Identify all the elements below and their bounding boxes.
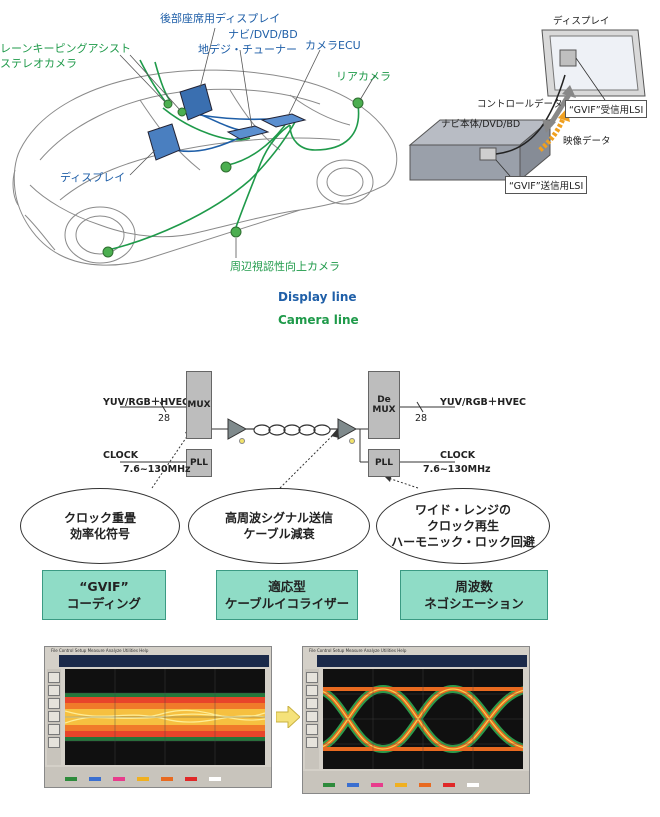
system-illustration <box>408 29 646 182</box>
scope-tool-button <box>306 724 318 735</box>
surround-camera-label: 周辺視認性向上カメラ <box>230 260 340 273</box>
oscilloscope-after: File Control Setup Measure Analyze Utili… <box>302 646 530 794</box>
demux-label-2: MUX <box>372 405 396 415</box>
scope-toolbar <box>317 655 527 667</box>
pll-left-block: PLL <box>186 449 212 477</box>
feature-3-line-3: ハーモニック・ロック回避 <box>391 535 535 549</box>
transmitter-lsi-label: “GVIF”送信用LSI <box>505 176 588 194</box>
scope-side-tools <box>305 669 319 769</box>
tuner-label: 地デジ・チューナー <box>198 43 297 56</box>
control-data-label: コントロールデータ <box>477 99 563 110</box>
clock-right-range: 7.6~130MHz <box>423 464 491 475</box>
input-signal-label: YUV/RGB＋HVEC <box>103 397 190 408</box>
pll-right-block: PLL <box>368 449 400 477</box>
scope-tool-button <box>306 698 318 709</box>
feature-3-line-2: クロック再生 <box>426 519 499 533</box>
scope-tool-button <box>48 737 60 748</box>
input-bits-label: 28 <box>158 413 171 424</box>
scope-tool-button <box>306 737 318 748</box>
legend-camera-line: Camera line <box>278 313 359 327</box>
mux-block: MUX <box>186 371 212 439</box>
eye-diagram-open <box>323 669 523 769</box>
demux-block: De MUX <box>368 371 400 439</box>
navi-unit-label: ナビ本体/DVD/BD <box>441 119 521 130</box>
scope-tool-button <box>48 711 60 722</box>
lane-keep-label-2: ステレオカメラ <box>0 57 77 70</box>
car-illustration <box>12 27 398 266</box>
feature-1-line-1: クロック重畳 <box>63 511 136 525</box>
scope-menu-bar: File Control Setup Measure Analyze Utili… <box>45 647 271 654</box>
scope-menu-bar: File Control Setup Measure Analyze Utili… <box>303 647 529 654</box>
feature-ellipse-2: 高周波シグナル送信 ケーブル減衰 <box>188 488 370 564</box>
improvement-arrow <box>276 706 300 728</box>
scope-tool-button <box>306 685 318 696</box>
rear-display-label: 後部座席用ディスプレイ <box>160 12 281 25</box>
camera-ecu-label: カメラECU <box>305 39 361 52</box>
technology-box-1: “GVIF” コーディング <box>42 570 166 620</box>
pll-left-label: PLL <box>189 458 209 468</box>
scope-tool-button <box>48 698 60 709</box>
scope-status-bar <box>45 767 271 787</box>
video-data-label: 映像データ <box>563 136 611 147</box>
technology-3-line-2: ネゴシエーション <box>424 596 524 611</box>
technology-1-line-1: “GVIF” <box>79 579 129 594</box>
technology-box-3: 周波数 ネゴシエーション <box>400 570 548 620</box>
scope-status-bar <box>303 771 529 793</box>
oscilloscope-before: File Control Setup Measure Analyze Utili… <box>44 646 272 788</box>
pll-right-label: PLL <box>374 458 394 468</box>
feature-2-line-1: 高周波シグナル送信 <box>224 511 333 525</box>
clock-left-label: CLOCK <box>103 450 139 461</box>
scope-side-tools <box>47 669 61 765</box>
scope-tool-button <box>306 672 318 683</box>
demux-label-1: De <box>377 395 391 405</box>
scope-tool-button <box>48 724 60 735</box>
scope-tool-button <box>48 685 60 696</box>
feature-ellipse-1: クロック重畳 効率化符号 <box>20 488 180 564</box>
lane-keep-label-1: レーンキーピングアシスト <box>0 42 132 55</box>
rear-camera-label: リアカメラ <box>336 70 391 83</box>
technology-1-line-2: コーディング <box>66 596 142 611</box>
technology-3-line-1: 周波数 <box>455 579 493 594</box>
feature-1-line-2: 効率化符号 <box>69 527 130 541</box>
technology-2-line-2: ケーブルイコライザー <box>224 596 350 611</box>
scope-toolbar <box>59 655 269 667</box>
output-bits-label: 28 <box>415 413 428 424</box>
clock-left-range: 7.6~130MHz <box>123 464 191 475</box>
technology-box-2: 適応型 ケーブルイコライザー <box>216 570 358 620</box>
display-label: ディスプレイ <box>60 171 126 184</box>
mux-label: MUX <box>187 400 211 410</box>
scope-tool-button <box>48 672 60 683</box>
legend-display-line: Display line <box>278 290 357 304</box>
feature-2-line-2: ケーブル減衰 <box>243 527 315 541</box>
signal-chain-diagram <box>120 401 455 489</box>
output-signal-label: YUV/RGB＋HVEC <box>440 397 527 408</box>
clock-right-label: CLOCK <box>440 450 476 461</box>
receiver-lsi-label: “GVIF”受信用LSI <box>565 100 648 118</box>
technology-2-line-1: 適応型 <box>268 579 306 594</box>
scope-tool-button <box>306 711 318 722</box>
system-display-label: ディスプレイ <box>553 16 610 27</box>
navi-label: ナビ/DVD/BD <box>228 28 298 41</box>
feature-3-line-1: ワイド・レンジの <box>414 503 511 517</box>
feature-ellipse-3: ワイド・レンジの クロック再生 ハーモニック・ロック回避 <box>376 488 550 564</box>
eye-diagram-closed <box>65 669 265 765</box>
